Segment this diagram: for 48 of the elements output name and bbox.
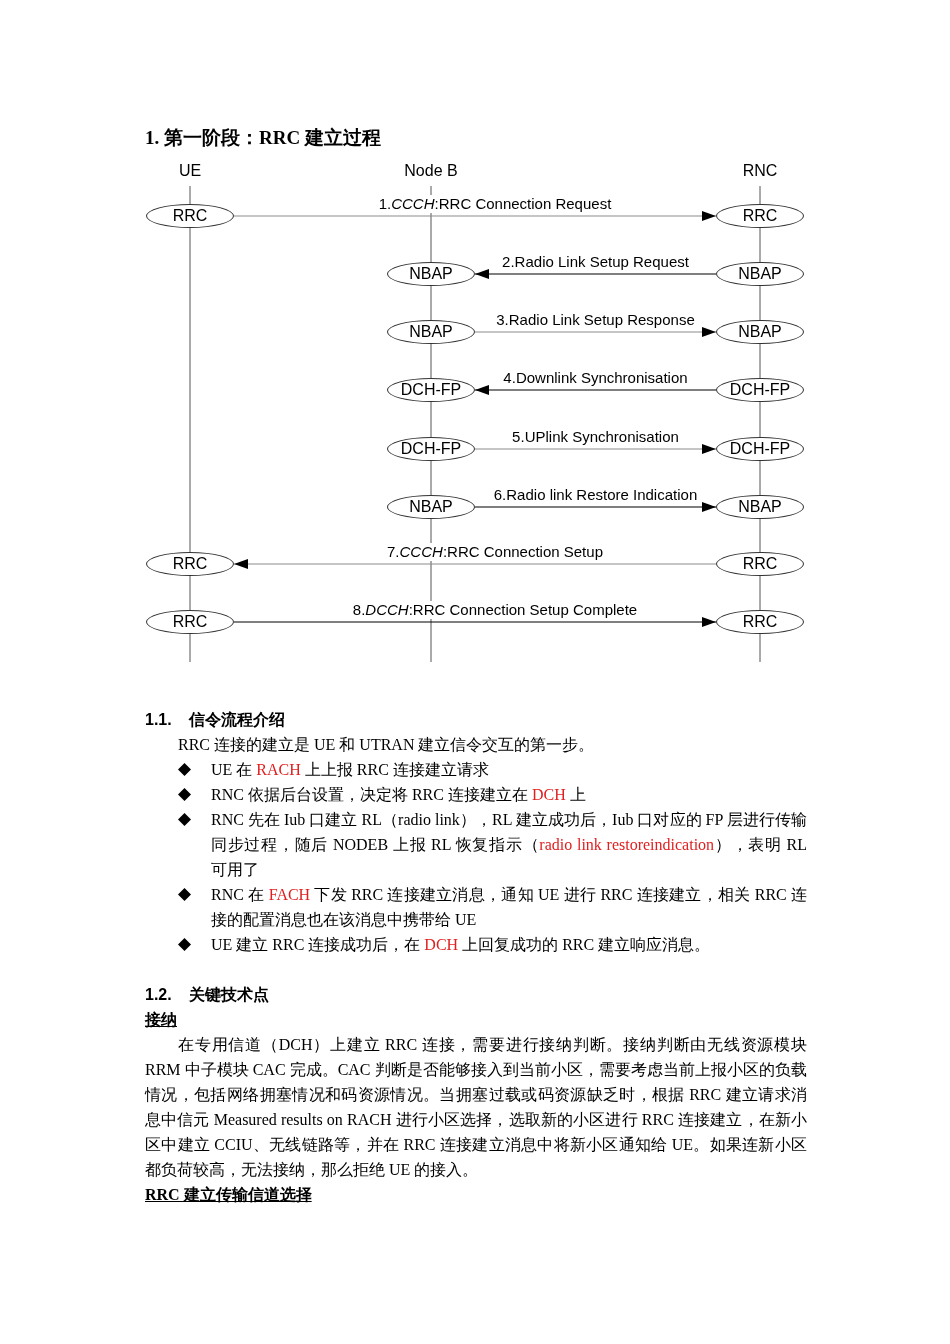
protocol-ellipse: NBAP [387,320,475,344]
bullet-text: UE 在 RACH 上上报 RRC 连接建立请求 [211,760,490,780]
protocol-ellipse: RRC [146,610,234,634]
section-number: 1.1. [145,710,172,730]
bullet-text: RNC 依据后台设置，决定将 RRC 连接建立在 DCH 上 [211,785,587,805]
protocol-ellipse: NBAP [716,262,804,286]
subheading: 接纳 [145,1011,177,1028]
paragraph: RRC 连接的建立是 UE 和 UTRAN 建立信令交互的第一步。 [177,735,596,755]
message-arrow [474,385,717,395]
subheading: RRC 建立传输信道选择 [145,1186,312,1203]
edge-label: 5.UPlink Synchronisation [511,428,680,446]
bullet-text: RNC 在 FACH 下发 RRC 连接建立消息，通知 UE 进行 RRC 连接建立，相关 RRC 连接的配置消息也在该消息中携带给 UE [211,885,807,930]
protocol-ellipse: RRC [146,204,234,228]
edge-label: 7.CCCH:RRC Connection Setup [386,543,604,561]
bullet-text: RNC 先在 Iub 口建立 RL（radio link），RL 建立成功后，Iub 口对应的 FP 层进行传输同步过程，随后 NODEB 上报 RL 恢复指示（radio link restoreindication），表明 RL 可用了 [211,810,807,880]
message-arrow [233,617,717,627]
protocol-ellipse: RRC [716,610,804,634]
paragraph: 在专用信道（DCH）上建立 RRC 连接，需要进行接纳判断。接纳判断由无线资源模块 RRM 中子模块 CAC 完成。CAC 判断是否能够接入到当前小区，需要考虑当前上报小区的负载情况，包括网络拥塞情况和码资源情况。当拥塞过载或码资源缺乏时，根据 RRC 建立请求消息中信元 Measured results on RACH 进行小区选择，选取新的小区进行 RRC 连接建立，在新小区中建立 CCIU、无线链路等，并在 RRC 连接建立消息中将新小区通知给 UE。如果连新小区都负荷较高，无法接纳，那么拒绝 UE 的接入。 [145,1035,807,1180]
message-arrow [474,327,717,337]
edge-label: 4.Downlink Synchronisation [502,369,689,387]
heading: 1. 第一阶段：RRC 建立过程 [145,126,381,150]
protocol-ellipse: NBAP [387,495,475,519]
edge-label: 1.CCCH:RRC Connection Request [377,195,613,213]
column-header: Node B [404,161,458,181]
column-header: RNC [742,161,778,181]
message-arrow [474,502,717,512]
edge-label: 8.DCCH:RRC Connection Setup Complete [351,601,639,619]
section-number: 1.2. [145,985,172,1005]
protocol-ellipse: RRC [146,552,234,576]
protocol-ellipse: NBAP [716,495,804,519]
message-arrow [233,211,717,221]
column-header: UE [178,161,202,181]
message-arrow [233,559,717,569]
section-heading: 信令流程介绍 [188,710,285,730]
section-heading: 关键技术点 [188,985,269,1005]
protocol-ellipse: DCH-FP [716,437,804,461]
protocol-ellipse: DCH-FP [387,437,475,461]
bullet-text: UE 建立 RRC 连接成功后，在 DCH 上回复成功的 RRC 建立响应消息。 [211,935,712,955]
protocol-ellipse: DCH-FP [716,378,804,402]
protocol-ellipse: RRC [716,552,804,576]
protocol-ellipse: NBAP [387,262,475,286]
edge-label: 2.Radio Link Setup Request [501,253,690,271]
protocol-ellipse: DCH-FP [387,378,475,402]
protocol-ellipse: NBAP [716,320,804,344]
edge-label: 3.Radio Link Setup Response [495,311,696,329]
message-arrow [474,269,717,279]
protocol-ellipse: RRC [716,204,804,228]
message-arrow [474,444,717,454]
